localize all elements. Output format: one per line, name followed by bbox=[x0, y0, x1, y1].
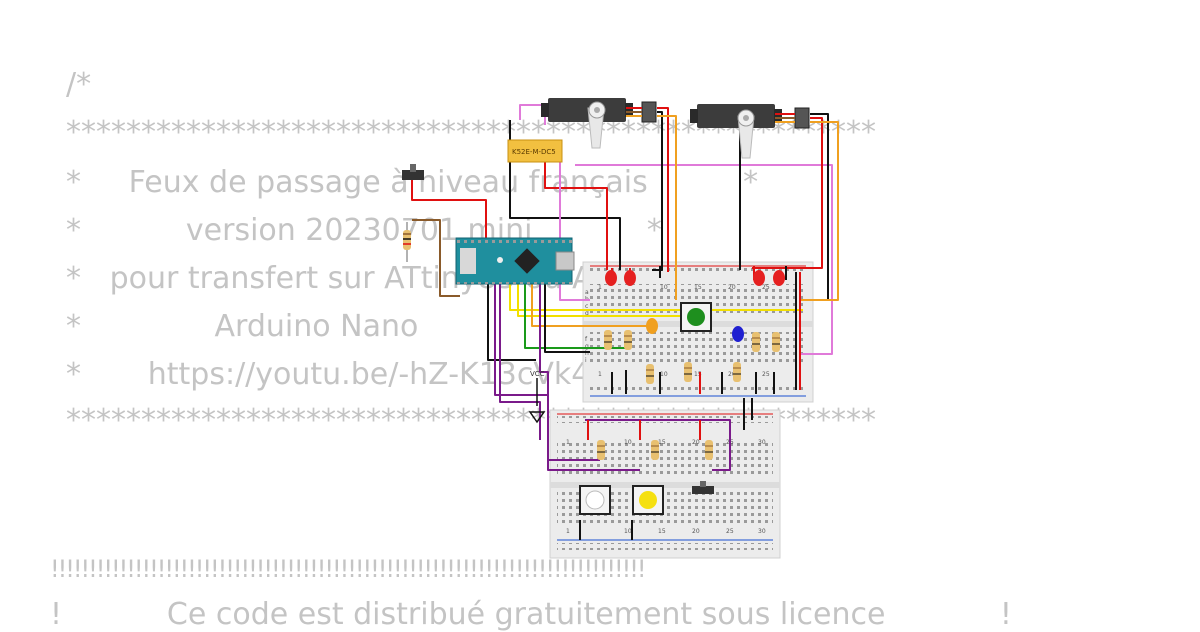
relay-module: K52E-M-DC5 bbox=[507, 139, 563, 163]
bb-row-h: h bbox=[585, 350, 589, 357]
wire-black-servo1 bbox=[509, 120, 621, 270]
wire-orange-led bbox=[531, 282, 650, 327]
bb-bot-num-20: 20 bbox=[692, 439, 700, 446]
bb-row-i: i bbox=[585, 357, 587, 364]
wire-black-servo1-gnd bbox=[652, 111, 663, 271]
bb-bot-num-10b: 10 bbox=[624, 528, 632, 535]
led-red-3 bbox=[753, 270, 765, 286]
resistors-top bbox=[604, 330, 780, 384]
wire-black-gnd bbox=[487, 282, 536, 361]
wire-red-servo1-vcc bbox=[657, 107, 669, 272]
bb-top-num-10: 10 bbox=[660, 284, 668, 291]
bb-row-f: f bbox=[585, 336, 588, 343]
pushbutton-white[interactable] bbox=[579, 485, 611, 515]
pushbutton-yellow[interactable] bbox=[632, 485, 664, 515]
code-line-9: !!!!!!!!!!!!!!!!!!!!!!!!!!!!!!!!!!!!!!!!… bbox=[50, 555, 646, 583]
resistors-bottom bbox=[597, 440, 713, 460]
bb-row-c: c bbox=[585, 303, 588, 310]
wire-yellow-2 bbox=[517, 282, 700, 317]
wire-orange-servo1-signal bbox=[657, 115, 677, 300]
wire-black-2 bbox=[544, 282, 590, 353]
bb-top-num-20: 20 bbox=[728, 284, 736, 291]
pushbutton-green[interactable] bbox=[680, 302, 712, 332]
jumpers bbox=[579, 266, 801, 540]
slide-switch-small bbox=[692, 481, 714, 494]
bb-bot-num-25b: 25 bbox=[726, 528, 734, 535]
breadboard-bottom: 1 10 15 20 25 30 1 10 15 20 25 30 bbox=[549, 409, 781, 559]
wire-red-relay bbox=[544, 142, 608, 270]
led-red-4 bbox=[773, 270, 785, 286]
wire-pink-long bbox=[575, 164, 833, 355]
wire-purple-2 bbox=[499, 282, 541, 440]
code-line-10: ! Ce code est distribué gratuitement sou… bbox=[50, 597, 1012, 632]
led-orange bbox=[646, 318, 658, 334]
code-line-6: * Arduino Nano bbox=[66, 309, 419, 344]
bb-top-num-15: 15 bbox=[694, 284, 702, 291]
wire-purple-4 bbox=[585, 419, 731, 471]
bb-row-g: g bbox=[585, 343, 589, 350]
relay-label: K52E-M-DC5 bbox=[512, 148, 556, 156]
bb-top-num-1b: 1 bbox=[598, 371, 602, 378]
led-red-1 bbox=[605, 270, 617, 286]
bb-bot-num-1b: 1 bbox=[566, 528, 570, 535]
wire-red-servo2-vcc bbox=[752, 117, 823, 269]
vcc-label: VCC bbox=[530, 370, 545, 378]
code-line-7: * https://youtu.be/-hZ-K13cVk4 bbox=[66, 357, 591, 392]
servo-motor-right bbox=[690, 104, 810, 159]
vcc-symbol: VCC bbox=[530, 370, 545, 406]
bb-top-num-20b: 20 bbox=[728, 371, 736, 378]
bb-bot-num-15: 15 bbox=[658, 439, 666, 446]
wire-pink-nano bbox=[559, 160, 590, 301]
bb-top-num-1: 1 bbox=[598, 284, 602, 291]
resistor-switch bbox=[403, 222, 411, 262]
code-line-4: * version 20230701 mini * bbox=[66, 213, 662, 248]
bb-top-num-10b: 10 bbox=[660, 371, 668, 378]
bb-top-num-25: 25 bbox=[762, 284, 770, 291]
bb-bot-num-10: 10 bbox=[624, 439, 632, 446]
servo-motor-left bbox=[541, 98, 657, 149]
bb-bot-num-1: 1 bbox=[566, 439, 570, 446]
led-red-2 bbox=[624, 270, 636, 286]
bb-row-d: d bbox=[585, 310, 589, 317]
wire-purple-3 bbox=[539, 282, 600, 461]
ground-symbol bbox=[528, 411, 546, 424]
wire-brown-resistor bbox=[412, 219, 460, 297]
bb-top-num-25b: 25 bbox=[762, 371, 770, 378]
wire-green bbox=[524, 282, 630, 349]
bb-top-num-15b: 15 bbox=[694, 371, 702, 378]
code-line-1: /* bbox=[66, 67, 92, 102]
bb-row-a: a bbox=[585, 289, 589, 296]
code-line-3: * Feux de passage à niveau français * bbox=[66, 165, 759, 200]
wire-red-switch bbox=[411, 180, 487, 240]
led-blue bbox=[732, 326, 744, 342]
arduino-nano bbox=[455, 237, 575, 285]
bb-bot-num-30b: 30 bbox=[758, 528, 766, 535]
bb-bot-num-15b: 15 bbox=[658, 528, 666, 535]
slide-switch bbox=[402, 164, 424, 180]
bb-bot-num-20b: 20 bbox=[692, 528, 700, 535]
bb-bot-num-30: 30 bbox=[758, 439, 766, 446]
wire-orange-servo2-signal bbox=[800, 121, 839, 301]
